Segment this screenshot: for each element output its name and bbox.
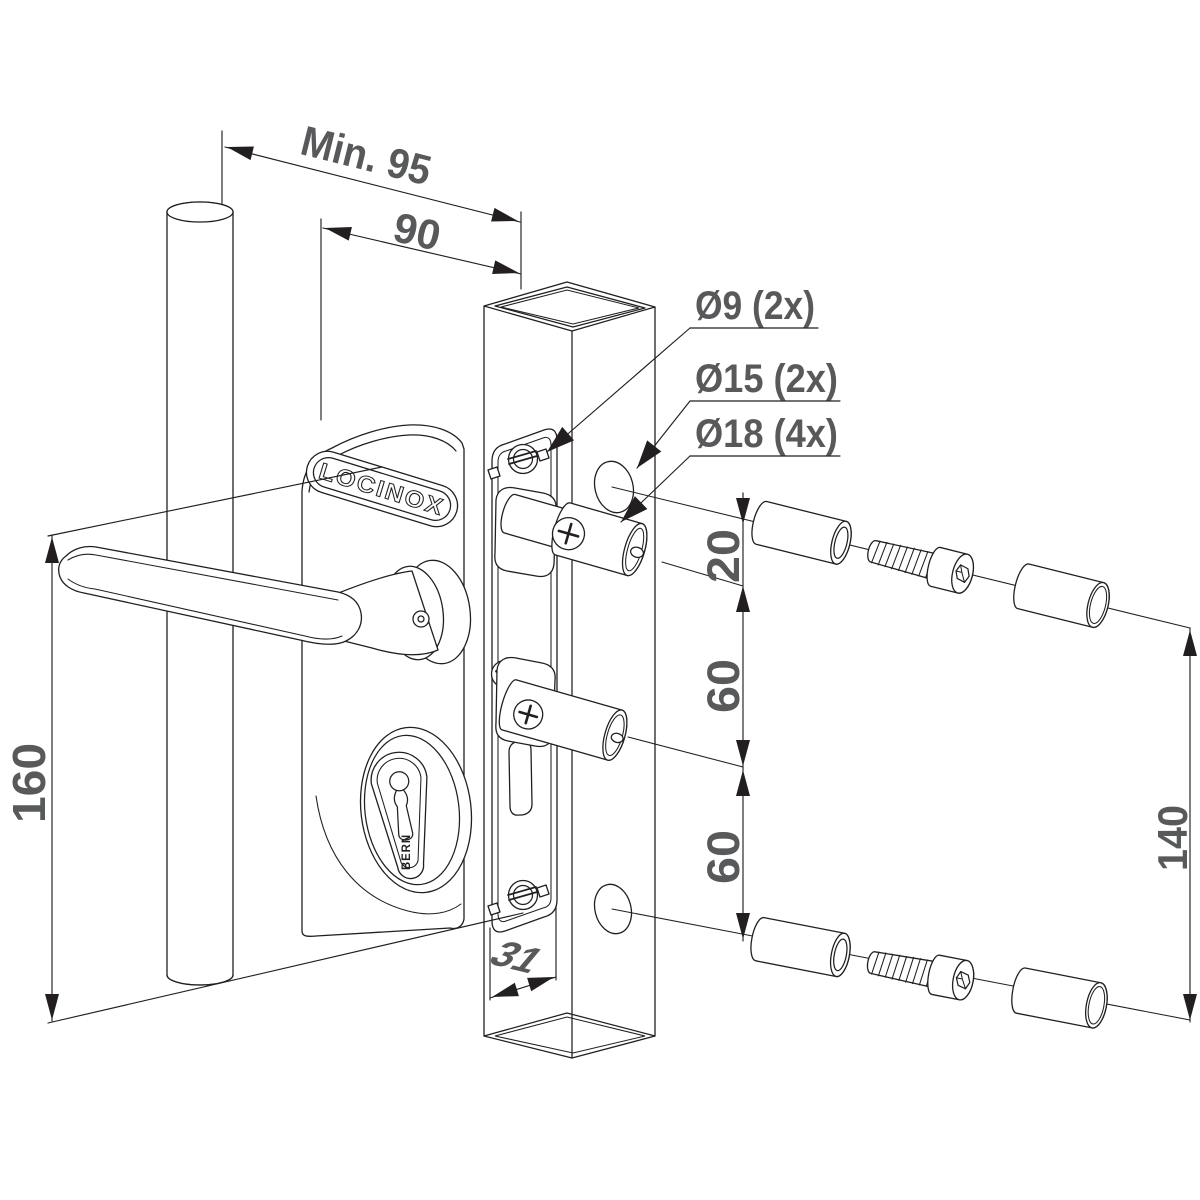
label-d18-text: Ø18 (4x) [695,412,838,456]
dim-140-text: 140 [1149,805,1196,871]
euro-cylinder: BERN [359,726,473,894]
dim-20-text: 20 [698,529,749,583]
label-d9: Ø9 (2x) [546,284,819,453]
top-spacer-sleeve [751,500,852,565]
hub-screw [412,610,430,628]
lower-pin-assembly [495,656,628,761]
label-d15-text: Ø15 (2x) [695,357,838,401]
lower-pin-hole [610,732,624,744]
dim-90: 90 [320,203,522,421]
handle-lever [58,545,363,645]
handle [58,545,472,665]
keyhole [389,771,410,792]
dim-160: 160 [3,466,524,1024]
bottom-cover-cap [1011,967,1108,1029]
handle-neck [335,570,439,656]
bottom-spacer-sleeve [750,916,851,978]
label-d9-text: Ø9 (2x) [695,284,815,328]
top-socket-screw [867,540,975,594]
bottom-socket-screw [866,951,975,1001]
dim-20-60-60: 20 60 60 [698,492,750,942]
dim-60-lower-text: 60 [698,830,749,884]
top-cover-cap [1013,563,1110,629]
dim-90-text: 90 [389,203,445,259]
latch-slot [508,740,533,816]
cylinder-label: BERN [399,834,413,870]
upper-pin-hole [629,546,645,559]
label-d15: Ø15 (2x) [636,357,841,469]
label-d18: Ø18 (4x) [620,412,841,523]
upper-pin-assembly [494,486,648,578]
top-fixing-screw [487,443,550,480]
bottom-fixing-screw [487,879,550,916]
dim-160-text: 160 [3,743,55,823]
dim-60-upper-text: 60 [698,659,749,713]
dim-140: 140 [1149,627,1197,1023]
